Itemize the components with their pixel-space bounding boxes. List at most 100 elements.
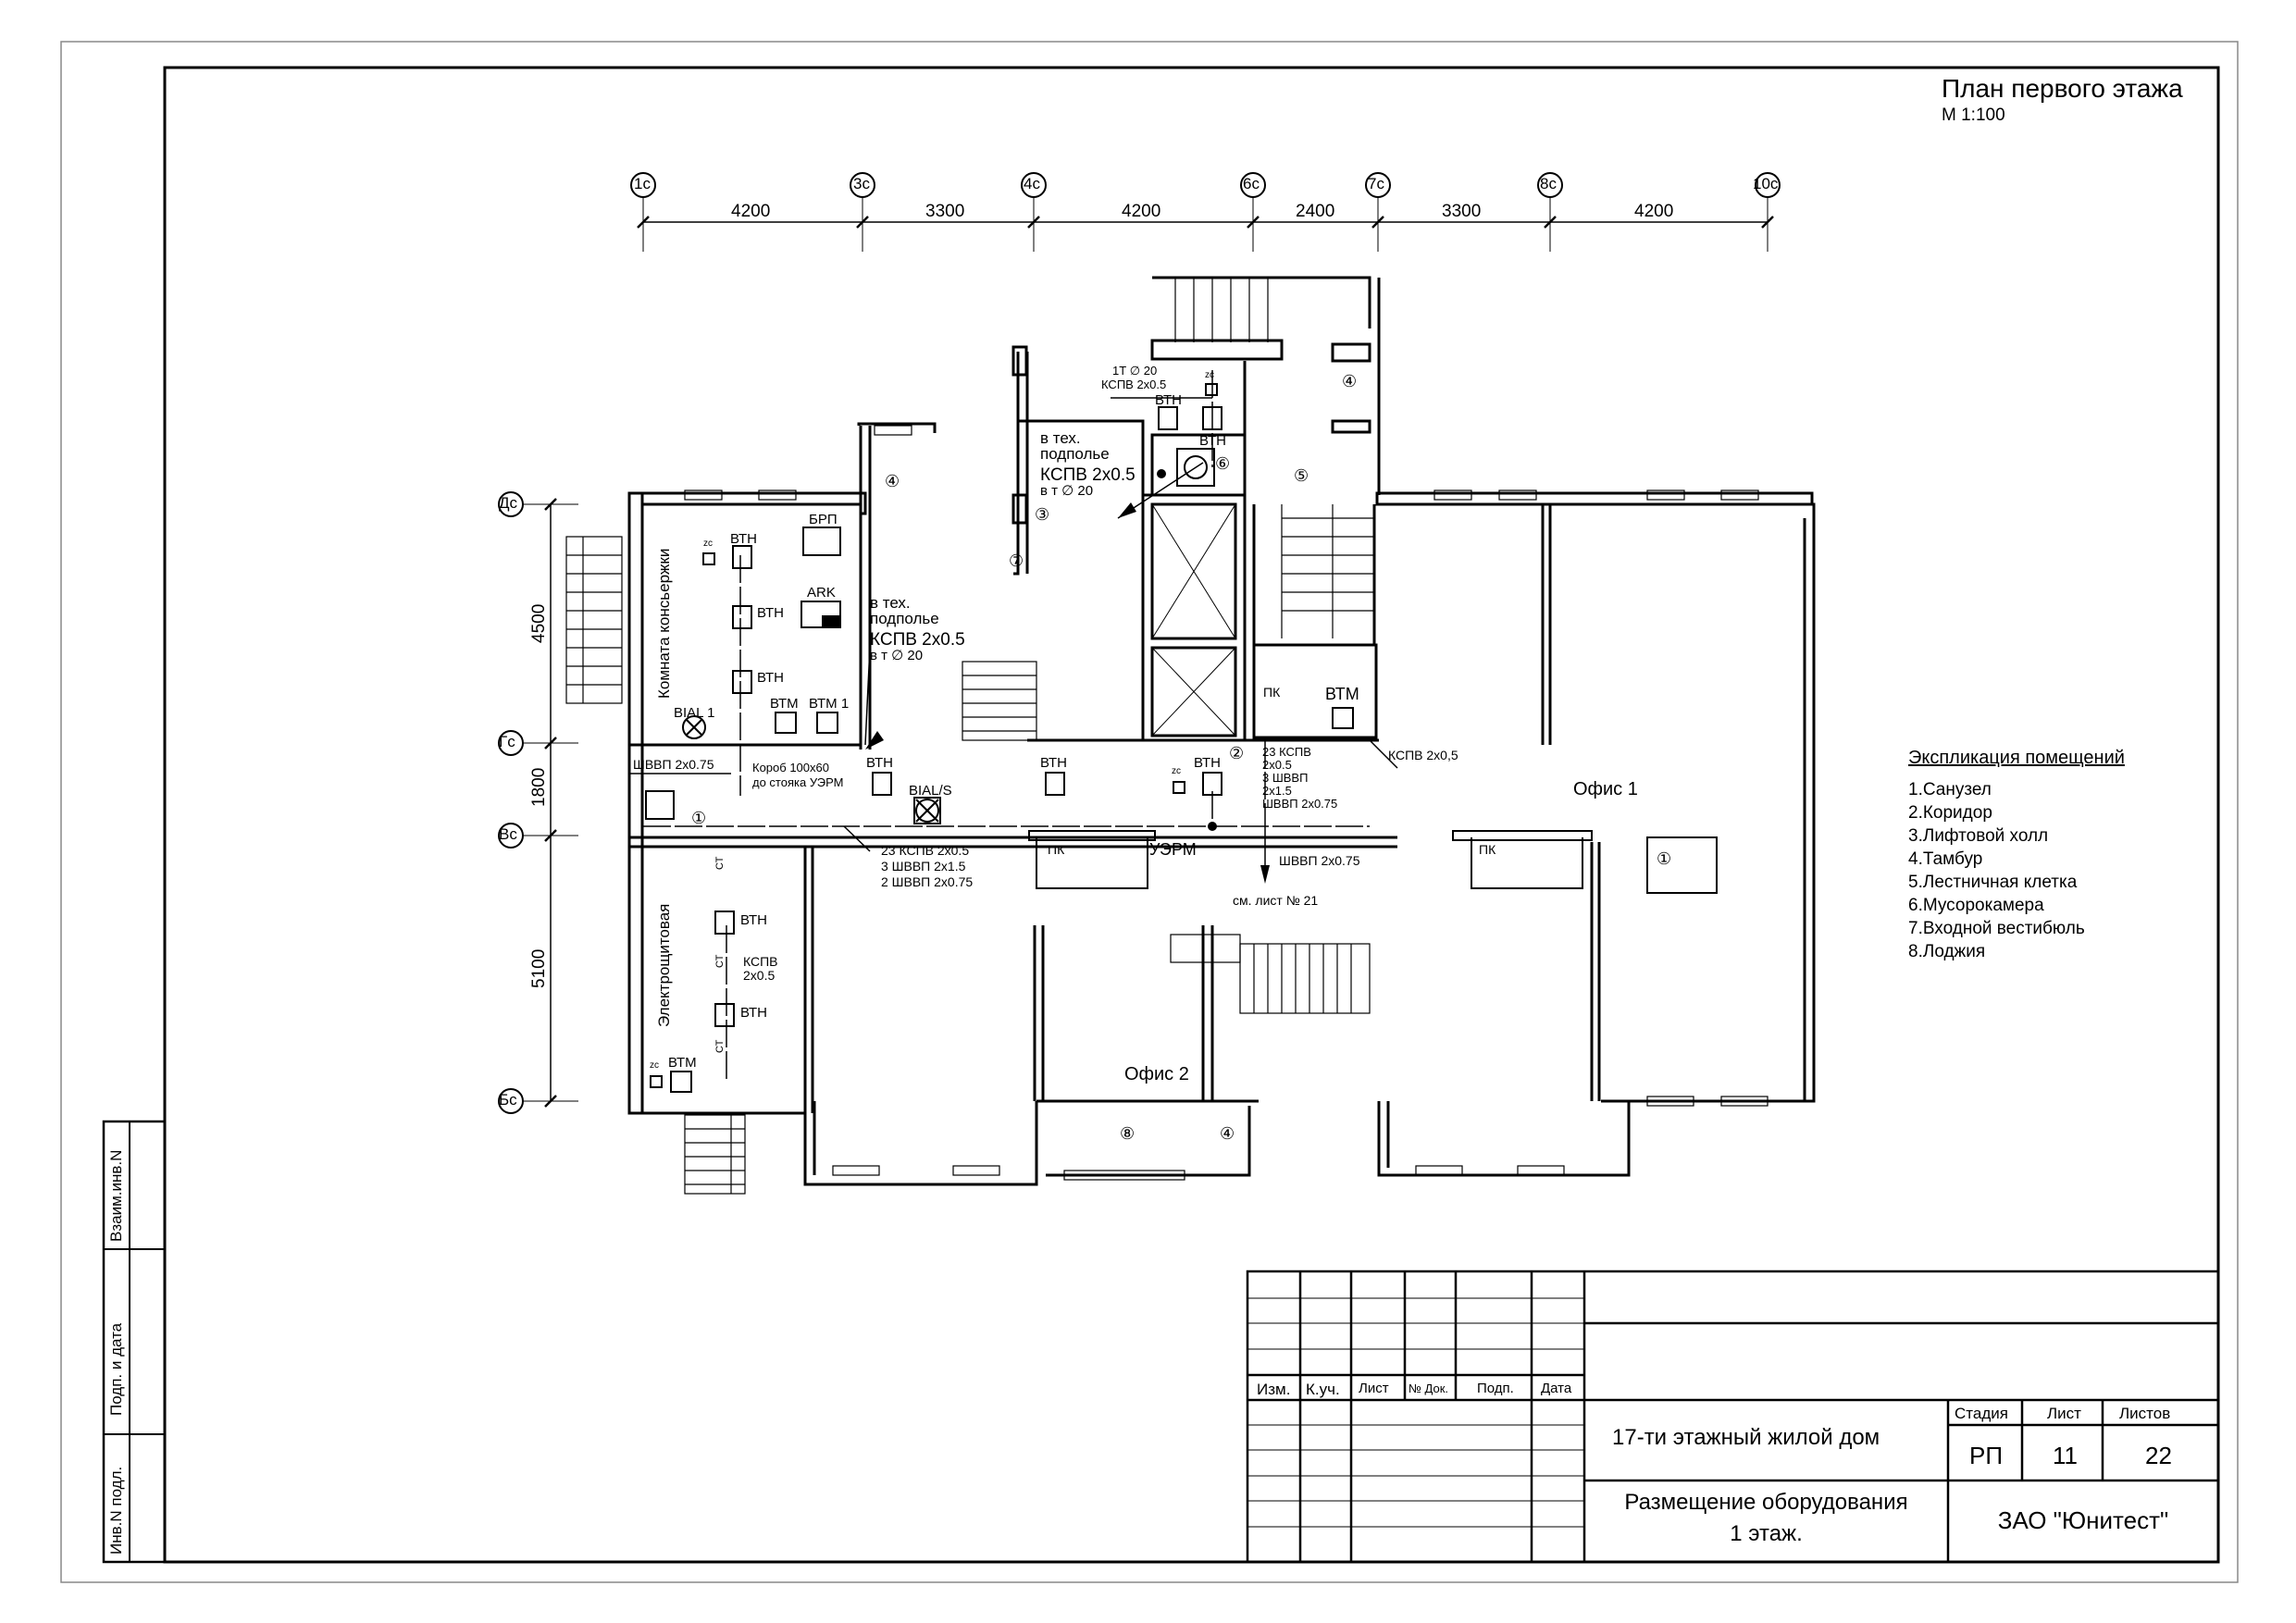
- zc-label: zc: [1205, 370, 1214, 380]
- vtn-label: ВТН: [1194, 755, 1221, 771]
- sheet-title: 1 этаж.: [1730, 1521, 1803, 1546]
- dimension-label: 2400: [1296, 202, 1335, 221]
- room-number: ③: [1035, 505, 1050, 524]
- axis-label: 7с: [1368, 175, 1384, 192]
- vtn-label: ВТН: [730, 531, 757, 547]
- axis-label: Гс: [499, 733, 515, 750]
- uerm-label: УЭРМ: [1149, 840, 1197, 859]
- note-line: КСПВ 2х0.5: [1101, 378, 1167, 391]
- stamp-vzaim: Взаим.инв.N: [107, 1149, 125, 1242]
- note-line: КСПВ 2х0.5: [870, 630, 965, 650]
- room-number: ①: [691, 809, 707, 827]
- tb-header: К.уч.: [1306, 1381, 1340, 1398]
- tb-header: Подп.: [1477, 1381, 1514, 1396]
- legend-item: 5.Лестничная клетка: [1908, 873, 2078, 892]
- stamp-inv: Инв.N подл.: [107, 1466, 125, 1555]
- room-number: ④: [885, 472, 900, 490]
- legend-item: 2.Коридор: [1908, 803, 1992, 823]
- ct-label: СТ: [714, 1039, 726, 1053]
- pk-label: ПК: [1263, 685, 1281, 700]
- korob-note: Короб 100х60 до стояка УЭРМ: [752, 761, 844, 790]
- note-line: 3 ШВВП: [1262, 771, 1309, 785]
- note-line: подполье: [870, 610, 939, 627]
- note-line: 23 КСПВ 2х0.5: [881, 843, 970, 858]
- axis-label: 1с: [634, 175, 651, 192]
- legend-item: 6.Мусорокамера: [1908, 896, 2044, 915]
- room-number: ⑥: [1215, 454, 1231, 473]
- top-cable-note: 1Т ∅ 20 КСПВ 2х0.5: [1101, 364, 1166, 391]
- dimension-label: 3300: [925, 202, 965, 221]
- drawing-scale: М 1:100: [1942, 105, 2005, 125]
- note-line: в т ∅ 20: [870, 648, 924, 663]
- tb-header: Изм.: [1257, 1381, 1291, 1398]
- stage-label: Стадия: [1955, 1405, 2008, 1422]
- drawing-title: План первого этажа: [1942, 74, 2183, 103]
- vtn-label: ВТН: [1199, 433, 1226, 449]
- pk-label: ПК: [1048, 842, 1065, 857]
- brp-label: БРП: [809, 512, 838, 527]
- room-number: ⑧: [1120, 1124, 1136, 1143]
- ct-label: СТ: [714, 856, 726, 870]
- ark-label: ARK: [807, 585, 836, 601]
- vtn-label: ВТН: [866, 755, 893, 771]
- sheet-label: Лист: [2047, 1405, 2081, 1422]
- axis-label: 4с: [1024, 175, 1040, 192]
- zc-label: zc: [1172, 766, 1181, 776]
- cable-note: КСПВ 2х0.5: [743, 955, 778, 983]
- ct-label: СТ: [714, 954, 726, 968]
- note-line: в т ∅ 20: [1040, 483, 1094, 499]
- vtn-label: ВТН: [740, 912, 767, 928]
- note-line: 23 КСПВ: [1262, 745, 1311, 759]
- bundle-note: 23 КСПВ 2х0.5 3 ШВВП 2х1.5 2 ШВВП 2х0.75: [881, 843, 973, 890]
- note-line: ШВВП 2х0.75: [1262, 797, 1338, 811]
- stamp-podp: Подп. и дата: [107, 1322, 125, 1416]
- zc-label: zc: [650, 1060, 659, 1071]
- legend-item: 4.Тамбур: [1908, 849, 1983, 869]
- axis-label: Дс: [499, 494, 518, 512]
- company-name: ЗАО "Юнитест": [1997, 1506, 2169, 1534]
- room-label-office1: Офис 1: [1573, 779, 1638, 799]
- note-line: 2х1.5: [1262, 784, 1292, 798]
- note-line: подполье: [1040, 445, 1110, 463]
- cable-note: ШВВП 2х0.75: [1279, 853, 1360, 868]
- legend-item: 8.Лоджия: [1908, 942, 1986, 961]
- bials-label: BIAL/S: [909, 783, 952, 799]
- tech-basement-note: в тех. подполье КСПВ 2х0.5 в т ∅ 20: [1040, 430, 1136, 499]
- note-line: 1Т ∅ 20: [1112, 364, 1158, 378]
- dimension-label: 4200: [731, 202, 771, 221]
- room-number: ④: [1220, 1124, 1235, 1143]
- axis-label: Бс: [499, 1091, 517, 1109]
- tb-header: № Док.: [1409, 1381, 1449, 1395]
- vtn-label: ВТН: [1155, 392, 1182, 408]
- vtn-label: ВТН: [1040, 755, 1067, 771]
- room-label-concierge: Комната консьержки: [655, 548, 673, 699]
- axis-label: 10с: [1753, 175, 1779, 192]
- pk-label: ПК: [1479, 842, 1496, 857]
- axis-label: Вс: [499, 825, 517, 843]
- dimension-label: 4200: [1122, 202, 1161, 221]
- stage-value: РП: [1969, 1442, 2004, 1469]
- reference-note: см. лист № 21: [1233, 893, 1319, 908]
- note-line: 3 ШВВП 2х1.5: [881, 859, 966, 873]
- tech-basement-note: в тех. подполье КСПВ 2х0.5 в т ∅ 20: [870, 595, 965, 663]
- note-line: до стояка УЭРМ: [752, 775, 844, 789]
- axis-label: 3с: [853, 175, 870, 192]
- cable-note: ШВВП 2х0.75: [633, 757, 714, 772]
- zc-label: zc: [703, 539, 713, 549]
- note-line: в тех.: [1040, 429, 1081, 447]
- room-number: ①: [1657, 849, 1672, 868]
- dimension-label: 5100: [529, 948, 549, 988]
- vtm-label: ВТМ 1: [809, 696, 850, 712]
- note-line: КСПВ 2х0.5: [1040, 465, 1136, 485]
- note-line: 2х0.5: [1262, 758, 1292, 772]
- room-label-electrical: Электрощитовая: [655, 903, 673, 1027]
- room-legend: Экспликация помещений 1.Санузел 2.Коридо…: [1908, 748, 2125, 963]
- legend-item: 3.Лифтовой холл: [1908, 826, 2049, 846]
- dimension-label: 4500: [529, 603, 549, 643]
- vtn-label: ВТН: [757, 605, 784, 621]
- vtn-label: ВТН: [740, 1005, 767, 1021]
- axis-label: 8с: [1540, 175, 1557, 192]
- sheet-title: Размещение оборудования: [1624, 1490, 1908, 1515]
- tb-header: Лист: [1359, 1381, 1389, 1396]
- vtn-label: ВТН: [757, 670, 784, 686]
